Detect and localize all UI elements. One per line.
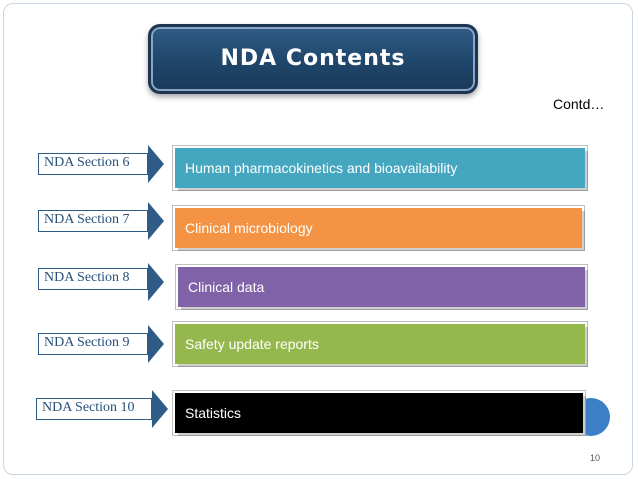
content-bar-label: Clinical microbiology: [185, 220, 313, 236]
section-tag-label: NDA Section 7: [44, 212, 130, 227]
content-bar-label: Statistics: [185, 405, 242, 421]
section-tag-label: NDA Section 8: [44, 270, 130, 285]
section-tag-6: NDA Section 6: [38, 153, 148, 175]
content-bar-6: Human pharmacokinetics and bioavailabili…: [172, 145, 588, 191]
title-box: [148, 24, 478, 94]
section-tag-7: NDA Section 7: [38, 210, 148, 232]
content-bar-label: Safety update reports: [185, 336, 319, 352]
content-bar-label: Clinical data: [188, 279, 265, 295]
content-bar-9: Safety update reports: [172, 321, 588, 367]
section-tag-label: NDA Section 6: [44, 155, 130, 170]
arrow-icon: [148, 263, 164, 301]
section-tag-label: NDA Section 10: [42, 400, 135, 415]
slide-frame: [3, 3, 633, 475]
arrow-icon: [148, 325, 164, 363]
section-tag-10: NDA Section 10: [36, 398, 152, 420]
content-bar-7: Clinical microbiology: [172, 205, 585, 251]
content-bar-8: Clinical data: [175, 264, 588, 310]
section-tag-8: NDA Section 8: [38, 268, 148, 290]
arrow-icon: [148, 145, 164, 183]
page-number: 10: [590, 453, 601, 463]
section-tag-label: NDA Section 9: [44, 335, 130, 350]
arrow-icon: [152, 390, 168, 428]
contd-label: Contd…: [553, 96, 605, 112]
arrow-icon: [148, 202, 164, 240]
content-bar-10: Statistics: [172, 390, 586, 436]
section-tag-9: NDA Section 9: [38, 333, 148, 355]
slide-title: NDA Contents: [220, 46, 406, 71]
content-bar-label: Human pharmacokinetics and bioavailabili…: [185, 160, 458, 176]
